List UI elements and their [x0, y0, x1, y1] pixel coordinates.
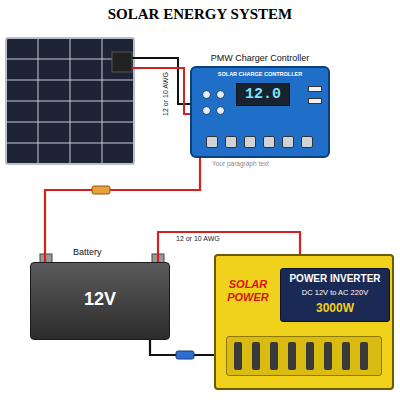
wire-connector	[45, 158, 200, 262]
cell-line	[7, 80, 133, 81]
power-rating: 3000W	[280, 302, 390, 316]
vent-slot	[234, 342, 242, 370]
brand-logo: SOLAR POWER	[222, 278, 274, 303]
usb-port	[308, 86, 322, 92]
watermark: Your paragraph text	[212, 160, 269, 167]
battery-box: Battery12V	[30, 262, 170, 340]
screw-terminal	[282, 136, 294, 148]
wire-gauge: 12 or 10 AWG	[162, 64, 170, 124]
wire-gauge: 12 or 10 AWG	[176, 235, 220, 243]
component-heading: Battery	[73, 247, 102, 257]
vent-slot	[324, 342, 332, 370]
vent-slot	[360, 342, 368, 370]
panel-wire	[132, 68, 190, 114]
control-button	[202, 90, 211, 99]
panel-wire	[132, 58, 190, 104]
control-button	[216, 90, 225, 99]
power-inverter: SOLAR POWER POWER INVERTER DC 12V to AC 22…	[214, 254, 394, 390]
solar-panel-frame	[6, 38, 134, 164]
inline-fuse	[176, 351, 194, 359]
control-button	[202, 106, 211, 115]
vent-plate	[226, 336, 382, 376]
solar-cell-grid	[7, 39, 133, 163]
diagram-title: SOLAR ENERGY SYSTEM	[0, 6, 400, 23]
charge-controller: PMW Charger ControllerSOLAR CHARGE CONTR…	[190, 66, 330, 158]
screw-terminal	[225, 136, 237, 148]
voltage-label: 12V	[84, 289, 116, 310]
display-reading: 12.0	[236, 83, 290, 106]
usb-port	[308, 98, 322, 104]
vent-slot	[252, 342, 260, 370]
panel-caption: SOLAR CHARGE CONTROLLER	[218, 71, 302, 77]
screw-terminal	[244, 136, 256, 148]
control-button	[216, 106, 225, 115]
screw-terminal	[301, 136, 313, 148]
solar-panel	[6, 38, 134, 164]
cell-line	[7, 122, 133, 123]
cell-line	[7, 143, 133, 144]
vent-slot	[288, 342, 296, 370]
junction-box	[112, 52, 132, 72]
cell-line	[7, 101, 133, 102]
vent-slot	[306, 342, 314, 370]
voltage-spec: DC 12V to AC 220V	[280, 289, 390, 298]
screw-terminal	[206, 136, 218, 148]
component-heading: PMW Charger Controller	[211, 53, 310, 63]
vent-slot	[342, 342, 350, 370]
product-name: POWER INVERTER	[280, 273, 390, 285]
inline-fuse	[92, 186, 110, 194]
vent-slot	[270, 342, 278, 370]
screw-terminal	[263, 136, 275, 148]
